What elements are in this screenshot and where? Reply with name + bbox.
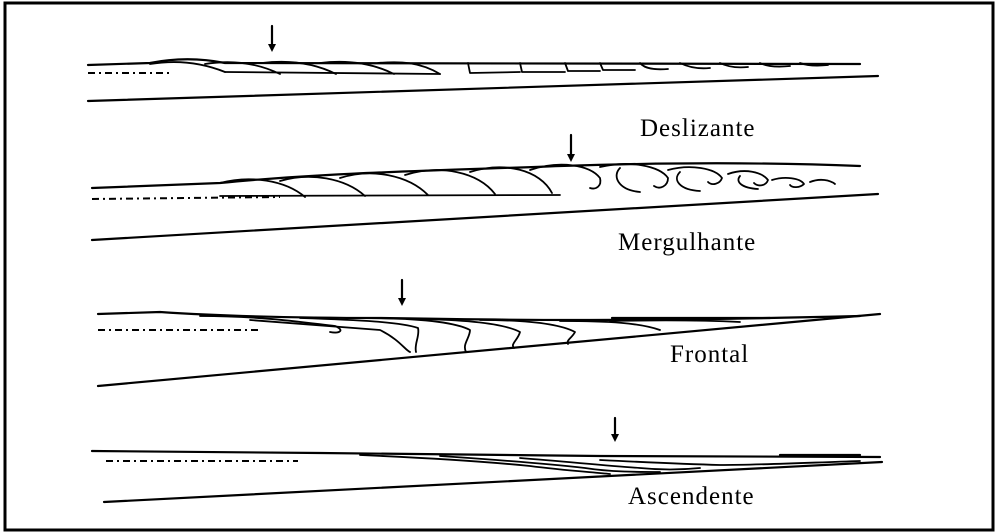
label-ascendente: Ascendente — [628, 483, 755, 510]
label-mergulhante: Mergulhante — [618, 229, 756, 256]
label-frontal: Frontal — [670, 341, 749, 368]
label-deslizante: Deslizante — [640, 115, 756, 142]
